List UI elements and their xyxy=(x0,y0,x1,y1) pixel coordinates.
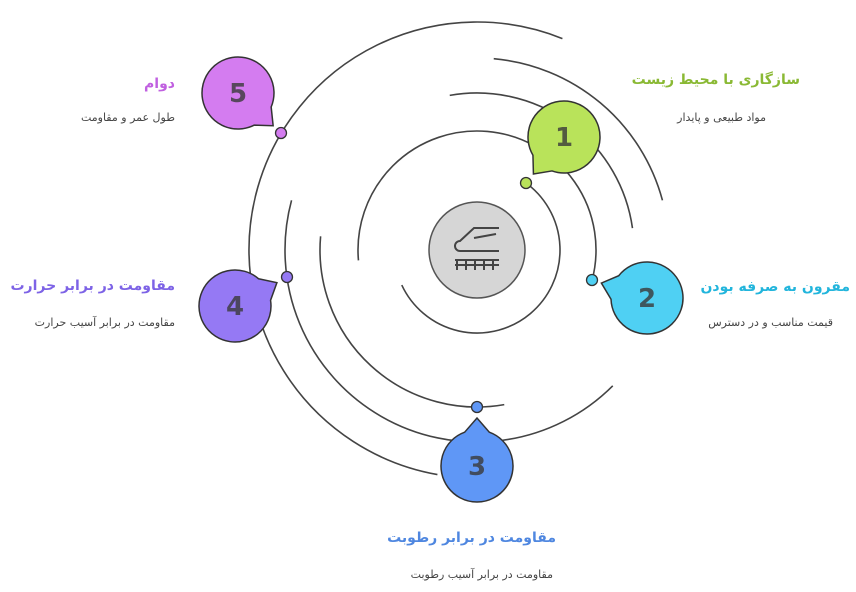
orbit-ring xyxy=(319,236,505,408)
step-bubble-2: 2 xyxy=(600,261,684,335)
orbit-ring xyxy=(493,57,664,201)
orbit-ring xyxy=(248,21,563,476)
orbit-ring xyxy=(401,181,561,334)
step-bubble-5: 5 xyxy=(201,56,275,130)
step-title: دوام xyxy=(144,76,175,92)
step-description: مقاومت در برابر آسیب رطوبت xyxy=(410,568,553,581)
orbit-ring xyxy=(357,130,597,282)
orbit-dot xyxy=(519,176,533,190)
orbit-dot xyxy=(470,400,484,414)
step-description: قیمت مناسب و در دسترس xyxy=(708,316,833,329)
step-bubble-4: 4 xyxy=(198,269,278,343)
center-hub xyxy=(428,201,526,299)
step-title: مقاومت در برابر حرارت xyxy=(10,278,175,294)
step-title: سازگاری با محیط زیست xyxy=(631,72,800,88)
step-title: مقاومت در برابر رطوبت xyxy=(387,530,556,546)
step-description: طول عمر و مقاومت xyxy=(80,111,175,124)
step-bubble-3: 3 xyxy=(440,416,514,503)
step-number: 2 xyxy=(638,284,656,314)
step-number: 1 xyxy=(555,123,573,153)
step-number: 5 xyxy=(229,79,247,109)
train-icon xyxy=(454,227,499,270)
step-description: مواد طبیعی و پایدار xyxy=(677,111,766,124)
step-number: 3 xyxy=(468,452,486,482)
step-title: مقرون به صرفه بودن xyxy=(700,279,850,295)
orbit-dot xyxy=(280,270,294,284)
step-bubble-1: 1 xyxy=(527,100,601,175)
orbit-dot xyxy=(274,126,288,140)
orbit-dot xyxy=(585,273,599,287)
step-description: مقاومت در برابر آسیب حرارت xyxy=(34,316,175,329)
step-number: 4 xyxy=(226,292,244,322)
